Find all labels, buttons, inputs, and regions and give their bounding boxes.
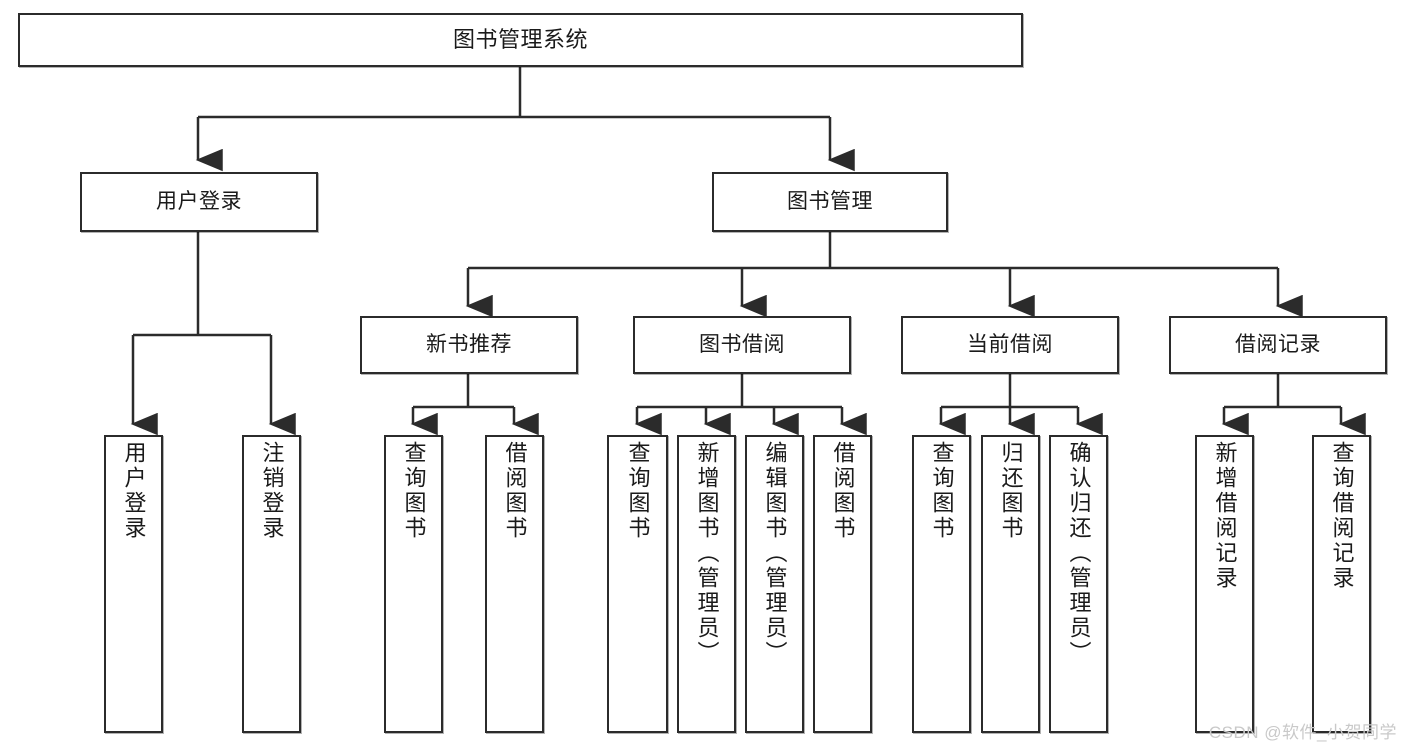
node-leaf-borrow-book-2[interactable]: 借阅图书 [813,435,872,733]
node-leaf-return-book[interactable]: 归还图书 [981,435,1040,733]
node-label: 借阅图书 [502,441,528,541]
node-label: 查询图书 [929,441,955,541]
node-label: 借阅记录 [1235,332,1321,356]
node-label: 查询借阅记录 [1329,441,1355,591]
node-label: 新书推荐 [426,332,512,356]
node-label: 借阅图书 [830,441,856,541]
node-leaf-edit-book[interactable]: 编辑图书（管理员） [745,435,804,733]
node-new-book-recommend[interactable]: 新书推荐 [360,316,578,374]
node-label: 查询图书 [625,441,651,541]
node-label: 确认归还（管理员） [1066,441,1092,666]
node-label: 当前借阅 [967,332,1053,356]
node-root-system[interactable]: 图书管理系统 [18,13,1023,67]
node-current-borrow[interactable]: 当前借阅 [901,316,1119,374]
node-label: 归还图书 [998,441,1024,541]
node-leaf-query-book-3[interactable]: 查询图书 [912,435,971,733]
node-user-login[interactable]: 用户登录 [80,172,318,232]
node-leaf-user-logout[interactable]: 注销登录 [242,435,301,733]
node-leaf-borrow-book-1[interactable]: 借阅图书 [485,435,544,733]
watermark: CSDN @软件_小贺同学 [1208,723,1397,742]
node-label: 图书管理 [787,189,873,213]
node-leaf-query-book-1[interactable]: 查询图书 [384,435,443,733]
node-book-manage[interactable]: 图书管理 [712,172,948,232]
node-leaf-confirm-return[interactable]: 确认归还（管理员） [1049,435,1108,733]
node-label: 查询图书 [401,441,427,541]
node-borrow-record[interactable]: 借阅记录 [1169,316,1387,374]
node-leaf-user-login[interactable]: 用户登录 [104,435,163,733]
node-leaf-query-record[interactable]: 查询借阅记录 [1312,435,1371,733]
node-label: 图书管理系统 [452,27,588,53]
node-label: 用户登录 [121,441,147,541]
node-leaf-query-book-2[interactable]: 查询图书 [607,435,668,733]
node-label: 新增图书（管理员） [694,441,720,666]
node-label: 用户登录 [156,189,242,213]
node-leaf-add-book[interactable]: 新增图书（管理员） [677,435,736,733]
node-leaf-add-record[interactable]: 新增借阅记录 [1195,435,1254,733]
node-label: 编辑图书（管理员） [762,441,788,666]
node-label: 新增借阅记录 [1212,441,1238,591]
node-book-borrow[interactable]: 图书借阅 [633,316,851,374]
node-label: 图书借阅 [699,332,785,356]
node-label: 注销登录 [259,441,285,541]
